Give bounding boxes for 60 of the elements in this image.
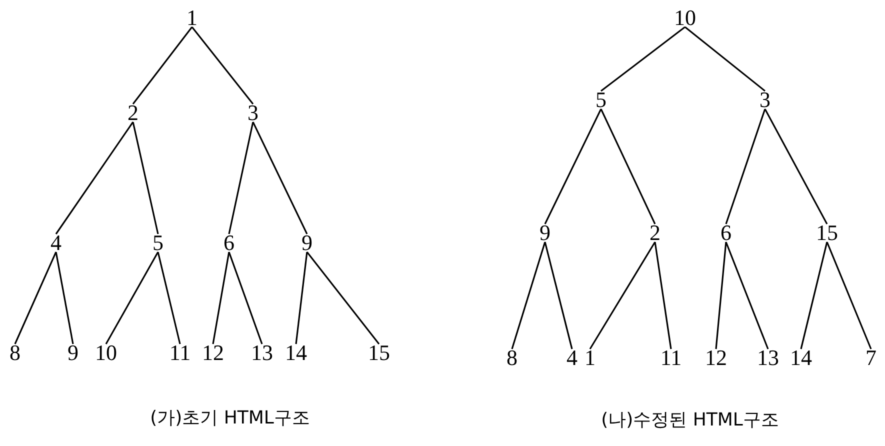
tree-line — [132, 26, 193, 104]
node-number: 10 — [674, 7, 696, 29]
node-number: 7 — [866, 347, 876, 369]
node-number: 2 — [650, 222, 660, 244]
tree-line — [511, 242, 546, 350]
caption: (가)초기 HTML구조 — [150, 406, 310, 430]
node-number: 15 — [368, 342, 390, 364]
tree-line — [800, 242, 828, 350]
tree-line — [157, 252, 181, 344]
tree-line — [725, 242, 769, 350]
tree-line — [55, 122, 134, 234]
tree-line — [589, 242, 656, 350]
node-number: 15 — [816, 222, 838, 244]
tree-line — [191, 26, 254, 104]
node-number: 12 — [705, 347, 727, 369]
tree-line — [544, 108, 602, 224]
node-number: 4 — [566, 347, 578, 369]
node-number: 2 — [128, 102, 138, 124]
tree-line — [654, 242, 672, 350]
tree-line — [544, 242, 573, 350]
caption: (나)수정된 HTML구조 — [601, 408, 779, 432]
node-number: 9 — [540, 222, 550, 244]
tree-line — [600, 26, 686, 92]
node-number: 1 — [584, 347, 596, 369]
node-number: 5 — [152, 232, 164, 254]
tree-line — [14, 252, 57, 344]
tree-line — [600, 108, 656, 224]
node-number: 14 — [790, 347, 812, 369]
tree-line — [725, 108, 766, 224]
node-number: 13 — [251, 342, 273, 364]
node-number: 9 — [68, 342, 78, 364]
tree-line — [212, 252, 230, 344]
node-number: 4 — [50, 232, 62, 254]
node-number: 11 — [169, 342, 191, 364]
node-number: 6 — [720, 222, 732, 244]
node-number: 10 — [95, 342, 117, 364]
node-number: 8 — [506, 347, 518, 369]
node-number: 9 — [302, 232, 312, 254]
tree-line — [55, 252, 74, 344]
node-number: 14 — [285, 342, 307, 364]
tree-line — [105, 252, 159, 344]
tree-line — [252, 122, 308, 234]
tree-line — [132, 122, 159, 234]
tree-line — [295, 252, 308, 344]
tree-line — [826, 242, 872, 350]
node-number: 5 — [596, 89, 606, 111]
tree-line — [306, 252, 380, 344]
node-number: 3 — [760, 89, 770, 111]
node-number: 6 — [224, 232, 234, 254]
tree-line — [684, 26, 766, 92]
node-number: 1 — [186, 7, 198, 29]
node-number: 3 — [248, 102, 258, 124]
node-number: 12 — [202, 342, 224, 364]
tree-line — [228, 252, 263, 344]
node-number: 11 — [660, 347, 682, 369]
tree-line — [715, 242, 727, 350]
tree-line — [228, 122, 254, 234]
tree-line — [764, 108, 828, 224]
node-number: 13 — [757, 347, 779, 369]
node-number: 8 — [10, 342, 20, 364]
